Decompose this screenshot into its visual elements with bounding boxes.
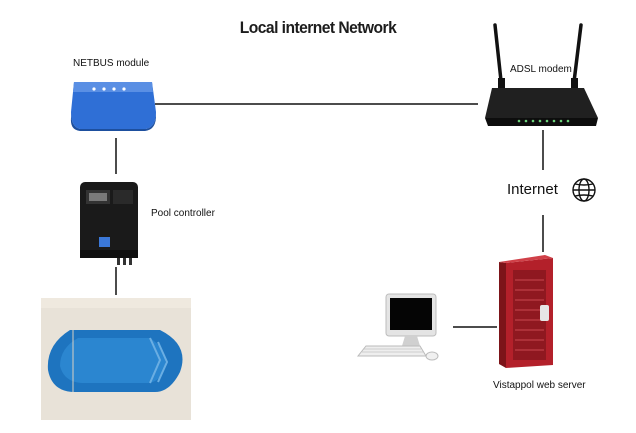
web-server-label: Vistappol web server xyxy=(493,380,586,391)
netbus-module-label: NETBUS module xyxy=(73,58,150,69)
internet-label: Internet xyxy=(507,181,558,198)
pool-controller-label: Pool controller xyxy=(151,208,215,219)
diagram-title: Local internet Network xyxy=(239,18,397,37)
adsl-modem-label: ADSL modem xyxy=(510,64,572,75)
connectors xyxy=(115,103,544,328)
pool-image xyxy=(41,298,191,420)
pool-controller-device xyxy=(80,182,138,265)
netbus-module-device xyxy=(70,82,156,131)
desktop-computer-icon xyxy=(356,293,439,361)
adsl-modem-device xyxy=(485,23,598,126)
globe-icon xyxy=(572,178,596,202)
web-server-device xyxy=(499,255,553,368)
